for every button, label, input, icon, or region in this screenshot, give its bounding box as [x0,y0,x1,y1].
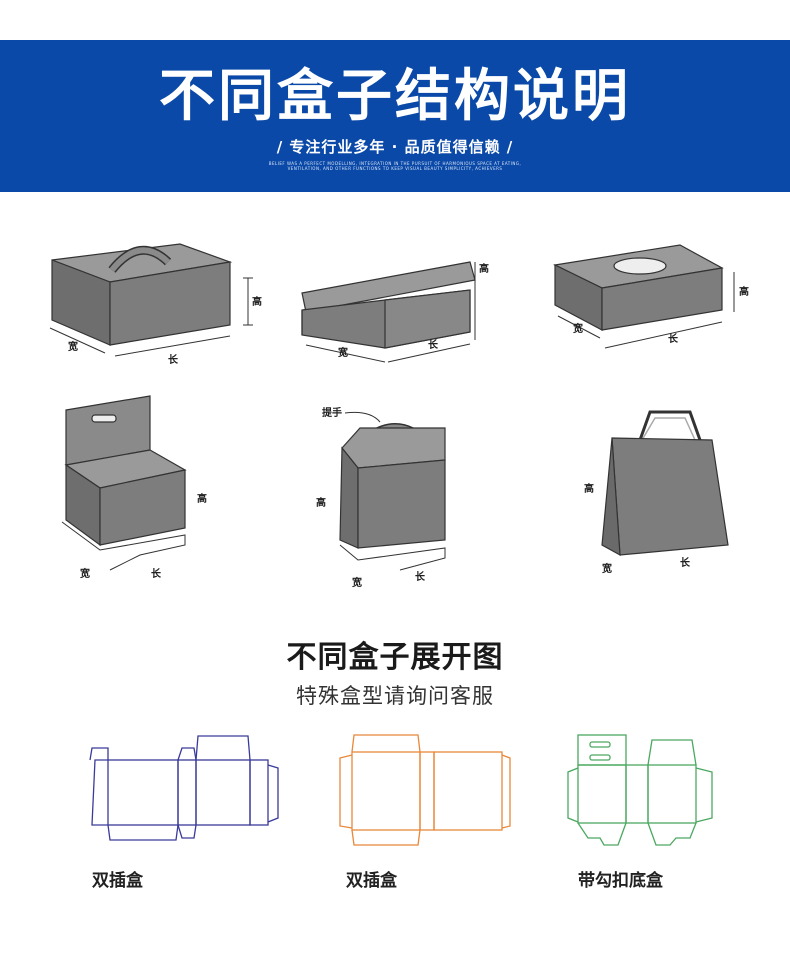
box-illustration-gable [339,423,446,571]
dieline-hook-bottom [567,734,713,846]
label-length: 长 [151,567,162,580]
label-height: 高 [739,285,749,298]
banner-small-text: BELIEF WAS A PERFECT MODELLING, INTEGRAT… [268,161,522,171]
label-width: 宽 [351,576,362,589]
banner-title: 不同盒子结构说明 [159,64,631,129]
label-height: 高 [584,482,594,495]
label-width: 宽 [601,562,612,575]
dieline-caption: 带勾扣底盒 [578,871,663,891]
box-illustration-open-lid [301,261,476,363]
banner-subtitle: / 专注行业多年 · 品质值得信赖 / [276,138,514,156]
header-banner: 不同盒子结构说明 / 专注行业多年 · 品质值得信赖 / BELIEF WAS … [0,40,790,192]
dieline-double-tuck-2 [339,734,511,846]
dieline-caption: 双插盒 [346,871,397,891]
dieline-caption: 双插盒 [92,871,143,891]
label-width: 宽 [337,346,348,359]
box-illustrations: 高 宽 长 高 宽 长 高 宽 长 高 宽 长 [49,243,749,589]
box-illustration-hang-tab [61,395,187,571]
label-handle: 提手 [322,406,342,419]
label-height: 高 [479,262,489,275]
box-illustration-tissue [553,244,735,349]
label-height: 高 [252,295,262,308]
label-length: 长 [415,570,426,583]
label-length: 长 [428,338,439,351]
box-illustration-bag [601,410,729,557]
box-illustration-handle-lid [49,243,253,357]
label-height: 高 [316,496,326,509]
label-width: 宽 [67,340,78,353]
section-title: 不同盒子展开图 [286,640,504,675]
label-height: 高 [197,492,207,505]
label-length: 长 [680,556,691,569]
label-length: 长 [168,353,179,366]
label-length: 长 [668,332,679,345]
label-width: 宽 [79,567,90,580]
section-subtitle: 特殊盒型请询问客服 [296,684,494,708]
dieline-double-tuck-1 [89,735,279,841]
label-width: 宽 [572,322,583,335]
dielines [89,734,713,846]
